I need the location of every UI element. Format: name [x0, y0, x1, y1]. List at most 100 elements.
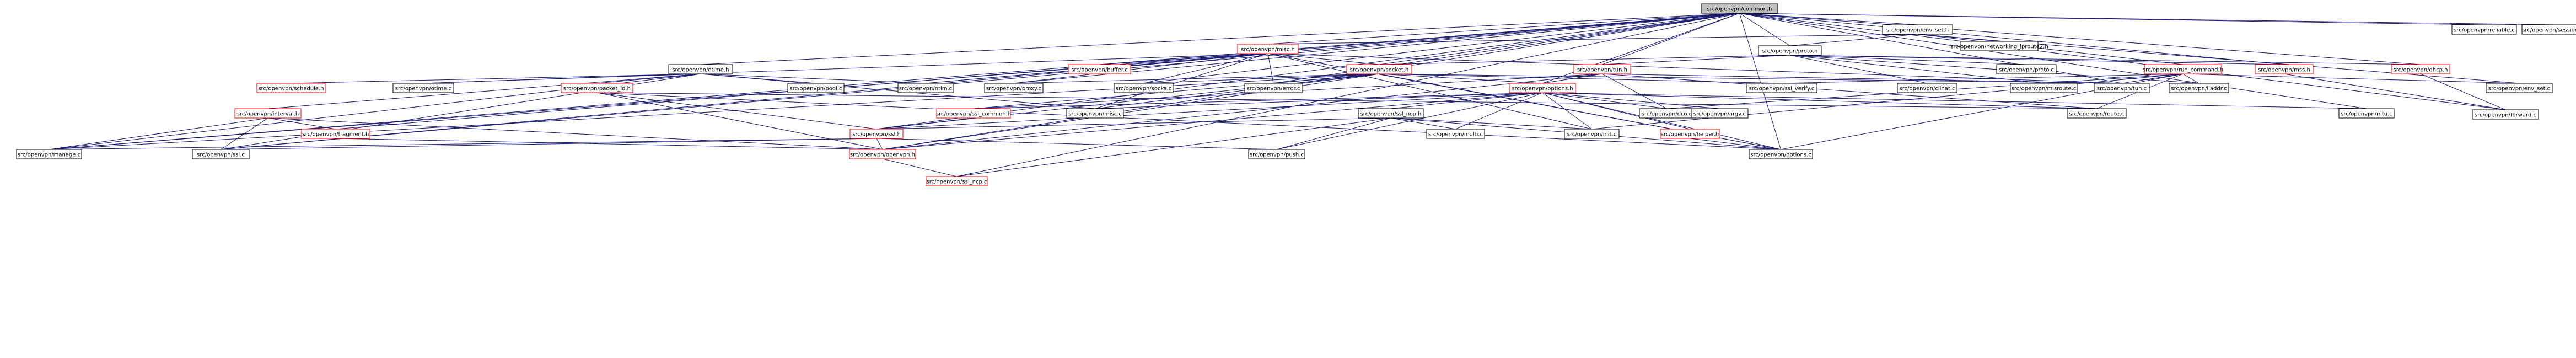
graph-node-box	[2255, 64, 2314, 74]
graph-node-schedule-h[interactable]: src/openvpn/schedule.h	[256, 83, 326, 93]
graph-node-buffer-c[interactable]: src/openvpn/buffer.c	[1068, 64, 1131, 74]
graph-node-pool-c[interactable]: src/openvpn/pool.c	[787, 83, 845, 93]
graph-node-socket-h[interactable]: src/openvpn/socket.h	[1346, 64, 1412, 74]
include-edge-ssl_c-to-common_h	[221, 13, 1740, 150]
graph-node-error-c[interactable]: src/openvpn/error.c	[1244, 83, 1303, 93]
graph-node-common-h[interactable]: src/openvpn/common.h	[1701, 3, 1778, 14]
graph-node-ssl-c[interactable]: src/openvpn/ssl.c	[192, 149, 250, 159]
graph-node-proto-c[interactable]: src/openvpn/proto.c	[1996, 64, 2057, 74]
include-edge-ssl_h-to-options_h	[876, 92, 1543, 130]
include-edge-options_h-to-tun_h	[1542, 73, 1602, 84]
graph-node-label: src/openvpn/helper.h	[1661, 132, 1719, 138]
graph-node-helper-h[interactable]: src/openvpn/helper.h	[1660, 129, 1720, 139]
graph-node-label: src/openvpn/otime.h	[672, 67, 729, 73]
graph-node-otime-h[interactable]: src/openvpn/otime.h	[668, 64, 733, 74]
include-edge-proto_c-to-proto_h	[1789, 55, 2027, 65]
graph-node-clinat-c[interactable]: src/openvpn/clinat.c	[1897, 83, 1957, 93]
graph-node-route-c[interactable]: src/openvpn/route.c	[2067, 108, 2127, 119]
graph-node-ssl-h[interactable]: src/openvpn/ssl.h	[849, 129, 904, 139]
graph-node-label: src/openvpn/multi.c	[1428, 132, 1483, 138]
graph-node-packet-id-h[interactable]: src/openvpn/packet_id.h	[561, 83, 633, 93]
graph-node-push-c[interactable]: src/openvpn/push.c	[1248, 149, 1305, 159]
graph-node-label: src/openvpn/networking_iproute2.h	[1950, 44, 2048, 50]
graph-node-label: src/openvpn/ssl_common.h	[936, 111, 1011, 117]
graph-node-label: src/openvpn/dhcp.h	[2394, 67, 2448, 73]
include-edge-proxy_c-to-common_h	[1013, 13, 1740, 84]
graph-node-options-h[interactable]: src/openvpn/options.h	[1509, 83, 1576, 93]
include-edge-mtu_c-to-common_h	[1739, 13, 2367, 109]
graph-node-misc-c[interactable]: src/openvpn/misc.c	[1066, 108, 1124, 119]
graph-node-proxy-c[interactable]: src/openvpn/proxy.c	[984, 83, 1044, 93]
graph-node-ssl-verify-c[interactable]: src/openvpn/ssl_verify.c	[1746, 83, 1817, 93]
include-edge-misc_h-to-common_h	[1267, 13, 1740, 45]
graph-node-env-set-c[interactable]: src/openvpn/env_set.c	[2486, 83, 2553, 93]
graph-node-box	[2144, 64, 2222, 74]
graph-node-box	[1960, 41, 2039, 51]
include-edge-ssl_common_h-to-options_h	[973, 92, 1543, 109]
graph-node-box	[1996, 64, 2057, 74]
graph-node-box	[1346, 64, 1412, 74]
graph-node-interval-h[interactable]: src/openvpn/interval.h	[234, 108, 302, 119]
graph-node-fragment-h[interactable]: src/openvpn/fragment.h	[301, 129, 370, 139]
graph-node-socks-c[interactable]: src/openvpn/socks.c	[1114, 83, 1174, 93]
graph-node-box	[234, 108, 302, 119]
include-edge-proxy_c-to-socket_h	[1013, 73, 1380, 84]
include-edge-manage_c-to-ssl_h	[49, 138, 877, 150]
include-edge-ssl_h-to-ssl_ncp_h	[876, 117, 1391, 130]
graph-node-mtu-c[interactable]: src/openvpn/mtu.c	[2338, 108, 2395, 119]
graph-node-ssl-common-h[interactable]: src/openvpn/ssl_common.h	[936, 108, 1011, 119]
graph-node-label: src/openvpn/dco.c	[1642, 111, 1692, 117]
include-edge-dhcp_h-to-common_h	[1739, 13, 2421, 65]
graph-node-multi-c[interactable]: src/openvpn/multi.c	[1426, 129, 1485, 139]
graph-node-box	[1248, 149, 1305, 159]
include-edge-openvpn_h-to-interval_h	[267, 117, 883, 150]
graph-node-dco-c[interactable]: src/openvpn/dco.c	[1639, 108, 1695, 119]
graph-node-label: src/openvpn/mtu.c	[2341, 111, 2392, 117]
graph-node-proto-h[interactable]: src/openvpn/proto.h	[1758, 45, 1822, 56]
graph-node-session-id-c[interactable]: src/openvpn/session_id.c	[2521, 24, 2576, 35]
graph-node-env-set-h[interactable]: src/openvpn/env_set.h	[1882, 24, 1953, 35]
include-edge-argv_c-to-options_h	[1542, 92, 1720, 109]
graph-node-box	[984, 83, 1044, 93]
graph-node-box	[1068, 64, 1131, 74]
graph-node-ntlm-c[interactable]: src/openvpn/ntlm.c	[897, 83, 954, 93]
graph-node-label: src/openvpn/tun.c	[2097, 86, 2147, 92]
include-edge-proto_h-to-common_h	[1739, 13, 1790, 46]
graph-node-label: src/openvpn/route.c	[2069, 111, 2125, 117]
graph-node-mss-h[interactable]: src/openvpn/mss.h	[2255, 64, 2314, 74]
graph-node-options-c[interactable]: src/openvpn/options.c	[1749, 149, 1813, 159]
graph-node-openvpn-h[interactable]: src/openvpn/openvpn.h	[849, 149, 916, 159]
include-edge-tun_c-to-run_command_h	[2121, 73, 2184, 84]
graph-node-misroute-c[interactable]: src/openvpn/misroute.c	[2010, 83, 2078, 93]
include-edge-ssl_ncp_h-to-options_h	[1390, 92, 1543, 109]
graph-node-tun-c[interactable]: src/openvpn/tun.c	[2094, 83, 2150, 93]
graph-node-dhcp-h[interactable]: src/openvpn/dhcp.h	[2391, 64, 2450, 74]
graph-node-label: src/openvpn/ssl.h	[852, 132, 901, 138]
include-edge-ssl_common_h-to-socket_h	[973, 73, 1380, 109]
graph-node-label: src/openvpn/proto.c	[1999, 67, 2054, 73]
graph-node-forward-c[interactable]: src/openvpn/forward.c	[2472, 109, 2539, 120]
graph-node-label: src/openvpn/init.c	[1567, 132, 1616, 138]
include-edge-tun_c-to-socket_h	[1379, 73, 2122, 84]
graph-node-box	[1660, 129, 1720, 139]
graph-node-lladdr-c[interactable]: src/openvpn/lladdr.c	[2169, 83, 2229, 93]
graph-node-manage-c[interactable]: src/openvpn/manage.c	[16, 149, 82, 159]
include-edge-openvpn_h-to-options_h	[882, 92, 1543, 150]
graph-node-networking-iproute2-h[interactable]: src/openvpn/networking_iproute2.h	[1950, 41, 2048, 51]
graph-node-reliable-c[interactable]: src/openvpn/reliable.c	[2451, 24, 2517, 35]
graph-node-tun-h[interactable]: src/openvpn/tun.h	[1573, 64, 1631, 74]
graph-node-box	[1691, 108, 1749, 119]
graph-node-ssl-ncp-h[interactable]: src/openvpn/ssl_ncp.h	[1358, 108, 1424, 119]
graph-node-ssl-ncp-c[interactable]: src/openvpn/ssl_ncp.c	[926, 176, 988, 186]
graph-node-run-command-h[interactable]: src/openvpn/run_command.h	[2143, 64, 2223, 74]
graph-node-label: src/openvpn/ssl_ncp.c	[927, 179, 987, 185]
graph-node-box	[2472, 109, 2539, 120]
include-edge-manage_c-to-misc_h	[49, 53, 1268, 150]
include-edge-init_c-to-misc_h	[1267, 53, 1592, 130]
graph-node-otime-c[interactable]: src/openvpn/otime.c	[392, 83, 454, 93]
graph-node-argv-c[interactable]: src/openvpn/argv.c	[1691, 108, 1749, 119]
graph-node-box	[2169, 83, 2229, 93]
graph-node-label: src/openvpn/pool.c	[790, 86, 842, 92]
graph-node-misc-h[interactable]: src/openvpn/misc.h	[1237, 44, 1299, 54]
graph-node-init-c[interactable]: src/openvpn/init.c	[1564, 129, 1620, 139]
